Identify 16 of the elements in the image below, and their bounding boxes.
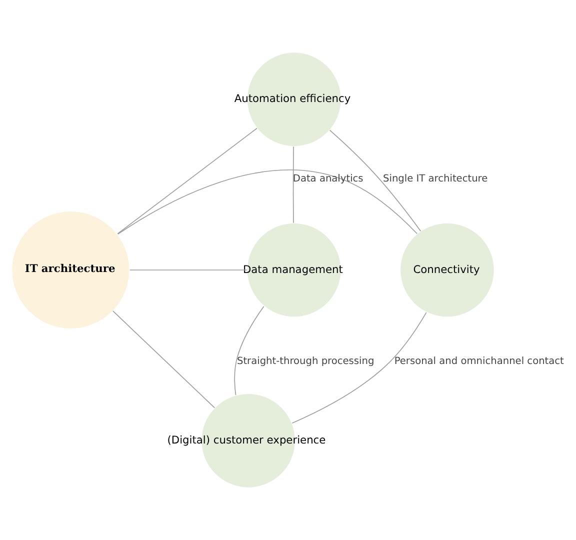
node-circle: Connectivity bbox=[400, 222, 495, 318]
edge-label: Data analytics bbox=[292, 173, 364, 184]
edge-label: Personal and omnichannel contact bbox=[394, 356, 564, 367]
node-circle: IT architecture bbox=[11, 210, 130, 330]
connector bbox=[117, 128, 258, 234]
node-label: (Digital) customer experience bbox=[167, 433, 326, 446]
connector bbox=[112, 310, 216, 408]
connector bbox=[292, 146, 294, 224]
connector bbox=[234, 306, 264, 396]
edge-label: Single IT architecture bbox=[382, 173, 488, 184]
node-label: Automation efficiency bbox=[234, 92, 351, 106]
edge-label: Straight-through processing bbox=[236, 356, 374, 367]
connector bbox=[292, 312, 427, 424]
connector bbox=[117, 170, 418, 235]
connector bbox=[329, 130, 422, 232]
node-circle: Data management bbox=[246, 222, 342, 318]
